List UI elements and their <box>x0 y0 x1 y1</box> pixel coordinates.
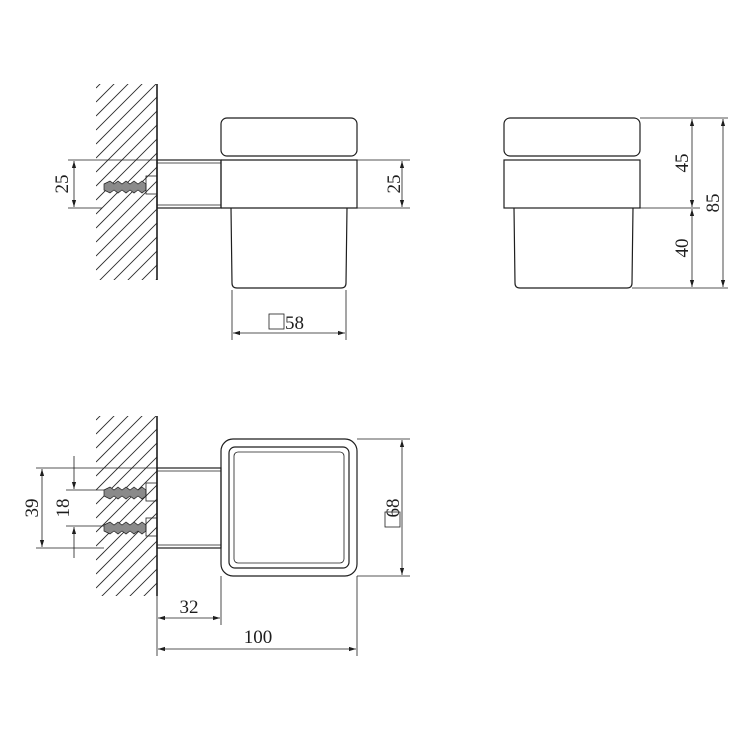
hatch-line <box>96 416 129 449</box>
cup-inner-square <box>233 451 345 564</box>
hatch-line <box>96 588 166 658</box>
hatch-line <box>113 236 157 280</box>
hatch-line <box>96 602 166 672</box>
dim-label-total-depth: 100 <box>244 627 273 648</box>
wall-anchor-upper <box>103 482 158 502</box>
dim-label-wall-offset: 32 <box>180 597 199 618</box>
hatch-line <box>96 110 157 173</box>
front-holder-body <box>503 159 641 209</box>
hatch-line <box>96 166 157 229</box>
dim-label-cup-size: 68 <box>383 499 404 518</box>
hatch-line <box>96 312 166 382</box>
hatch-line <box>96 644 166 714</box>
front-view: 45 40 85 <box>503 117 728 289</box>
hatch-line <box>96 84 101 89</box>
wall-hatch-bottom <box>96 336 166 738</box>
front-cup <box>513 207 634 289</box>
hatch-line <box>96 298 166 368</box>
wall-anchor <box>103 175 158 195</box>
hatch-line <box>96 84 157 145</box>
dim-label-cup-width: 58 <box>285 313 304 334</box>
cup-outer-square <box>220 438 358 577</box>
hatch-line <box>96 416 143 463</box>
dim-label-holder-height: 25 <box>384 175 405 194</box>
dim-label-top-height: 45 <box>672 154 693 173</box>
hatch-line <box>96 484 157 547</box>
dim-top-height: 45 <box>672 119 695 207</box>
dim-total-depth: 100 <box>158 576 358 656</box>
hatch-line <box>96 4 166 74</box>
hatch-line <box>99 222 157 280</box>
cup <box>230 207 348 289</box>
hatch-line <box>96 658 166 728</box>
dim-label-outer-spacing: 39 <box>22 499 43 518</box>
square-dimension-icon <box>384 511 401 528</box>
hatch-line <box>96 616 166 686</box>
hatch-line <box>127 250 157 280</box>
hatch-line <box>96 180 157 243</box>
dim-wall-spacing: 25 <box>52 159 157 209</box>
dim-holder-height: 25 <box>357 159 410 209</box>
hatch-line <box>96 84 143 131</box>
hatch-line <box>96 526 157 589</box>
dim-anchor-spacing: 18 <box>53 456 104 558</box>
holder-body <box>220 159 358 209</box>
dim-wall-offset: 32 <box>156 576 222 656</box>
top-view: 39 18 68 32 100 <box>22 336 410 738</box>
hatch-line <box>96 354 166 424</box>
hatch-line <box>96 84 115 103</box>
dim-cup-width: 58 <box>231 290 347 340</box>
cup-lid <box>220 117 358 157</box>
cup-middle-square <box>228 446 350 569</box>
hatch-line <box>96 416 101 421</box>
dim-cup-size: 68 <box>357 438 410 577</box>
front-cup-lid <box>503 117 641 157</box>
hatch-line <box>96 456 157 519</box>
hatch-line <box>101 540 157 596</box>
dim-label-anchor-spacing: 18 <box>53 499 74 518</box>
hatch-line <box>96 512 157 575</box>
top-mounting-bracket <box>156 467 222 549</box>
wall-hatch <box>96 4 166 424</box>
hatch-line <box>96 84 129 117</box>
hatch-line <box>96 194 157 257</box>
hatch-line <box>96 208 157 271</box>
hatch-line <box>115 554 157 596</box>
hatch-line <box>96 340 166 410</box>
dim-bottom-height: 40 <box>672 209 695 287</box>
hatch-line <box>96 124 157 187</box>
hatch-line <box>129 568 157 596</box>
dim-label-wall-spacing: 25 <box>52 175 73 194</box>
hatch-line <box>96 96 157 159</box>
hatch-line <box>155 278 157 280</box>
square-dimension-icon <box>268 313 285 330</box>
mounting-bracket <box>156 159 222 209</box>
hatch-line <box>96 416 115 435</box>
dim-total-height: 85 <box>703 119 726 287</box>
hatch-line <box>96 336 166 406</box>
hatch-line <box>96 284 166 354</box>
hatch-line <box>96 672 166 738</box>
hatch-line <box>96 428 157 491</box>
hatch-line <box>96 630 166 700</box>
side-view: 25 25 58 <box>52 4 410 424</box>
dim-outer-spacing: 39 <box>22 467 157 549</box>
hatch-line <box>96 152 157 215</box>
hatch-line <box>141 264 157 280</box>
dim-label-bottom-height: 40 <box>672 239 693 258</box>
hatch-line <box>96 326 166 396</box>
dim-label-total-height: 85 <box>703 194 724 213</box>
hatch-line <box>96 416 157 477</box>
hatch-line <box>143 582 157 596</box>
